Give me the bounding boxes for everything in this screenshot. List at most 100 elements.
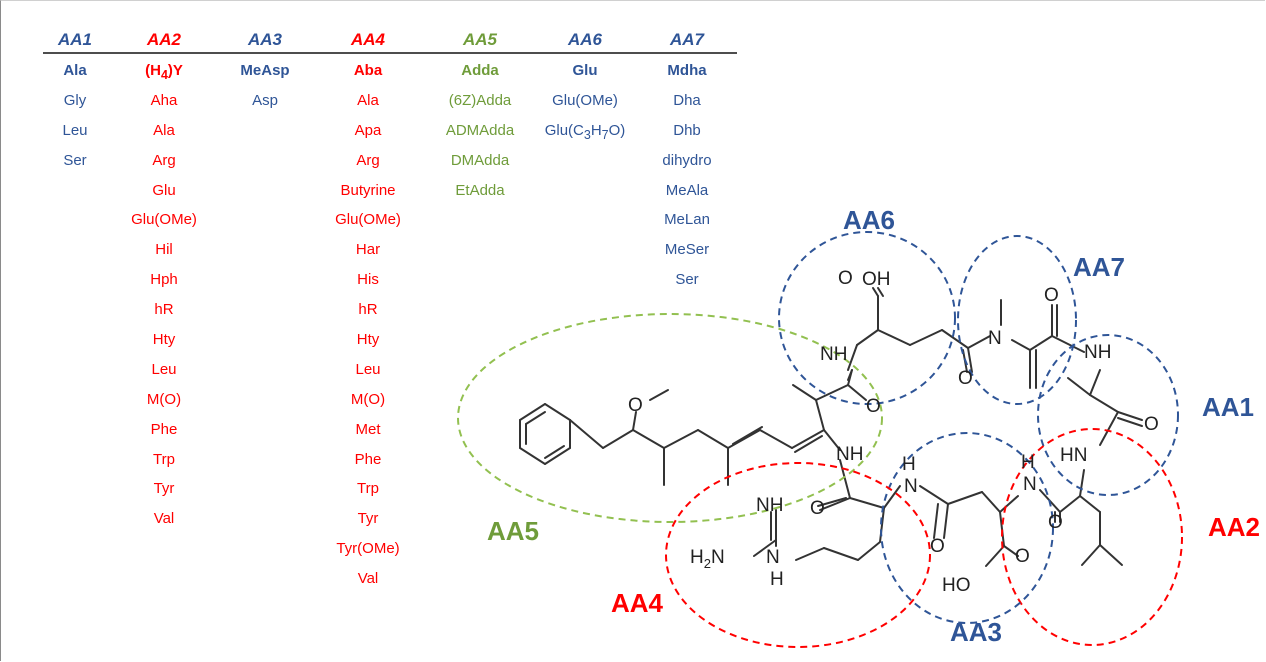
atom-ho-aa3: HO — [942, 575, 971, 596]
bond-line — [933, 503, 939, 539]
bond-lines — [519, 287, 1143, 567]
variant-cell: Tyr — [357, 510, 379, 528]
variant-cell: Butyrine — [340, 181, 396, 199]
bond-line — [794, 435, 823, 453]
bond-line — [519, 403, 546, 421]
variant-cell: Val — [153, 510, 175, 528]
label-aa4: AA4 — [611, 588, 664, 618]
variant-cell: DMAdda — [450, 151, 510, 169]
bond-line — [1059, 495, 1081, 513]
variant-cell: Glu — [152, 181, 176, 199]
variant-cell: Phe — [150, 420, 178, 438]
variant-cell: His — [357, 271, 379, 289]
bond-line — [967, 335, 991, 349]
bond-line — [525, 411, 546, 425]
bond-line — [883, 485, 901, 509]
bond-line — [1099, 544, 1123, 566]
variant-cell: MeAsp — [240, 62, 290, 79]
atom-o-aa2: O — [1048, 512, 1063, 533]
bond-line — [792, 384, 817, 401]
header-aa6: AA6 — [567, 30, 602, 49]
aa4-region — [665, 462, 931, 648]
bond-line — [663, 429, 699, 449]
bond-line — [819, 497, 851, 511]
bond-line — [602, 429, 634, 449]
bond-line — [847, 369, 853, 386]
variant-cell: EtAdda — [455, 181, 505, 199]
bond-line — [544, 403, 571, 421]
variant-cell: Trp — [357, 480, 379, 498]
aa5-region — [457, 313, 883, 523]
aa1-region — [1037, 334, 1179, 496]
table-header-row: AA1 AA2 AA3 AA4 AA5 AA6 AA7 — [43, 30, 737, 54]
variant-cell: M(O) — [146, 390, 182, 408]
atom-h-aa3n: H — [1021, 452, 1035, 473]
variant-cell: Val — [357, 570, 379, 588]
aa2-region — [1001, 428, 1183, 646]
bond-line — [1089, 394, 1119, 413]
atom-o-aa6b: O — [958, 368, 973, 389]
bond-line — [727, 429, 761, 449]
bond-line — [544, 445, 565, 459]
variant-cell: Glu(OMe) — [552, 91, 618, 109]
bond-line — [1079, 469, 1085, 497]
atom-nh-aa5: NH — [836, 444, 863, 465]
variant-cell: Trp — [153, 450, 175, 468]
atom-nh-aa1: NH — [1084, 342, 1111, 363]
bond-line — [872, 287, 879, 297]
bond-line — [999, 511, 1005, 547]
bond-line — [1089, 369, 1101, 396]
bond-line — [985, 545, 1005, 567]
bond-line — [943, 503, 949, 539]
variant-cell: Adda — [461, 62, 499, 79]
aa7-region — [957, 235, 1077, 405]
bond-line — [847, 384, 867, 401]
atom-hn-aa2: HN — [1060, 445, 1087, 466]
bond-line — [1079, 495, 1101, 513]
atom-o-aa5: O — [866, 396, 881, 417]
variant-cell: MeSer — [664, 241, 710, 259]
bond-line — [849, 497, 885, 509]
variant-cell: Arg — [152, 151, 176, 169]
atom-labels: OH O NH O N O NH O HN O H N O HO O H N O… — [628, 268, 1159, 596]
aa3-region — [880, 432, 1054, 624]
atom-nh-guan: NH — [756, 495, 783, 516]
bond-line — [1117, 417, 1143, 427]
variant-cell: Gly — [63, 91, 87, 109]
variant-cell: Hil — [155, 241, 173, 259]
bond-line — [947, 491, 983, 505]
variant-cell: Ala — [357, 91, 379, 109]
label-aa2: AA2 — [1208, 512, 1260, 542]
bond-line — [941, 329, 969, 349]
atom-o-aa7: O — [1044, 285, 1059, 306]
atom-nh-aa6: NH — [820, 344, 847, 365]
atom-o-aa3b: O — [930, 536, 945, 557]
atom-n-guan: N — [766, 547, 780, 568]
variant-cell: Glu(OMe) — [335, 211, 401, 229]
atom-h-aa4n: H — [902, 454, 916, 475]
bond-line — [544, 447, 571, 465]
bond-line — [817, 497, 847, 507]
variant-cell: Asp — [252, 91, 278, 109]
variant-cell: Phe — [354, 450, 382, 468]
bond-line — [815, 384, 849, 401]
atom-o-aa1: O — [1144, 414, 1159, 435]
variant-cell: (H4)Y — [145, 62, 183, 82]
bond-line — [759, 429, 793, 449]
bond-line — [1099, 411, 1119, 446]
atom-o-aa4: O — [810, 498, 825, 519]
bond-line — [1081, 544, 1101, 566]
variant-cell: Leu — [62, 121, 88, 139]
bond-line — [857, 541, 881, 561]
atom-h-guan: H — [770, 569, 784, 590]
bond-line — [732, 426, 763, 445]
aa6-region — [778, 231, 956, 405]
variant-cell: Hty — [356, 331, 380, 349]
variant-cell: Hty — [152, 331, 176, 349]
header-aa1: AA1 — [57, 30, 92, 49]
